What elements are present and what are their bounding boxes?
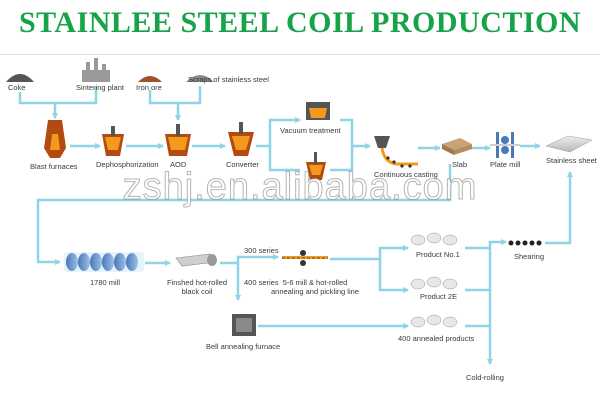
label-scraps: Scraps of stainless steel — [188, 75, 269, 84]
flow-arrows — [18, 86, 573, 365]
sintering-plant-icon — [82, 58, 110, 82]
aod-icon — [165, 124, 191, 156]
label-plate-mill: Plate mill — [490, 160, 521, 169]
blast-furnace-icon — [44, 120, 66, 158]
label-iron-ore: Iron ore — [136, 83, 162, 92]
diagram-title: STAINLEE STEEL COIL PRODUCTION — [18, 6, 582, 39]
label-mill-5-6-line1: 5-6 mill & hot-rolled — [282, 278, 348, 287]
title-band: STAINLEE STEEL COIL PRODUCTION — [0, 0, 600, 55]
label-slab: Slab — [452, 160, 468, 169]
mill-5-6-icon — [282, 250, 328, 266]
label-finished-coil-line2: black coil — [181, 287, 213, 296]
label-vacuum-treatment: Vacuum treatment — [280, 126, 341, 135]
scraps-icon — [186, 75, 214, 82]
label-bell-annealing: Bell annealing furnace — [206, 342, 281, 351]
ladle-icon — [306, 152, 326, 180]
label-1780-mill: 1780 mill — [90, 278, 121, 287]
black-coil-icon — [175, 253, 217, 267]
label-finished-coil-line1: Finshed hot-rolled — [166, 278, 228, 287]
label-coke: Coke — [8, 83, 26, 92]
annealed-400-icon — [410, 314, 458, 328]
dephosphorization-icon — [102, 126, 124, 156]
label-400-series: 400 series — [244, 278, 279, 287]
watermark: zshj.en.alibaba.com — [122, 166, 478, 209]
label-product-2e: Product 2E — [420, 292, 458, 301]
plate-mill-icon — [490, 132, 520, 158]
coke-icon — [6, 74, 34, 82]
label-shearing: Shearing — [514, 252, 545, 261]
converter-icon — [228, 122, 254, 156]
label-stainless-sheet: Stainless sheet — [546, 156, 597, 165]
label-continuous-casting: Continuous casting — [374, 170, 438, 179]
shearing-icon — [508, 240, 542, 246]
bell-furnace-icon — [232, 314, 256, 336]
label-dephosphorization: Dephosphorization — [96, 160, 159, 169]
product-no1-icon — [410, 232, 458, 246]
product-2e-icon — [410, 276, 458, 290]
label-product-no1: Product No.1 — [416, 250, 460, 259]
label-blast-furnaces: Blast furnaces — [30, 162, 78, 171]
label-mill-5-6-line2: annealing and pickling line — [271, 287, 359, 296]
label-cold-rolling: Cold-rolling — [466, 373, 504, 382]
title-divider — [0, 54, 600, 55]
label-300-series: 300 series — [244, 246, 279, 255]
label-converter: Converter — [226, 160, 259, 169]
label-sintering-plant: Sintering plant — [76, 83, 124, 92]
vacuum-treatment-icon — [306, 102, 330, 120]
continuous-casting-icon — [374, 136, 418, 168]
stainless-sheet-icon — [545, 135, 593, 153]
label-400-annealed: 400 annealed products — [398, 334, 475, 343]
label-aod: AOD — [170, 160, 187, 169]
iron-ore-icon — [138, 76, 162, 82]
mill-1780-icon — [64, 252, 144, 272]
slab-icon — [442, 138, 472, 155]
